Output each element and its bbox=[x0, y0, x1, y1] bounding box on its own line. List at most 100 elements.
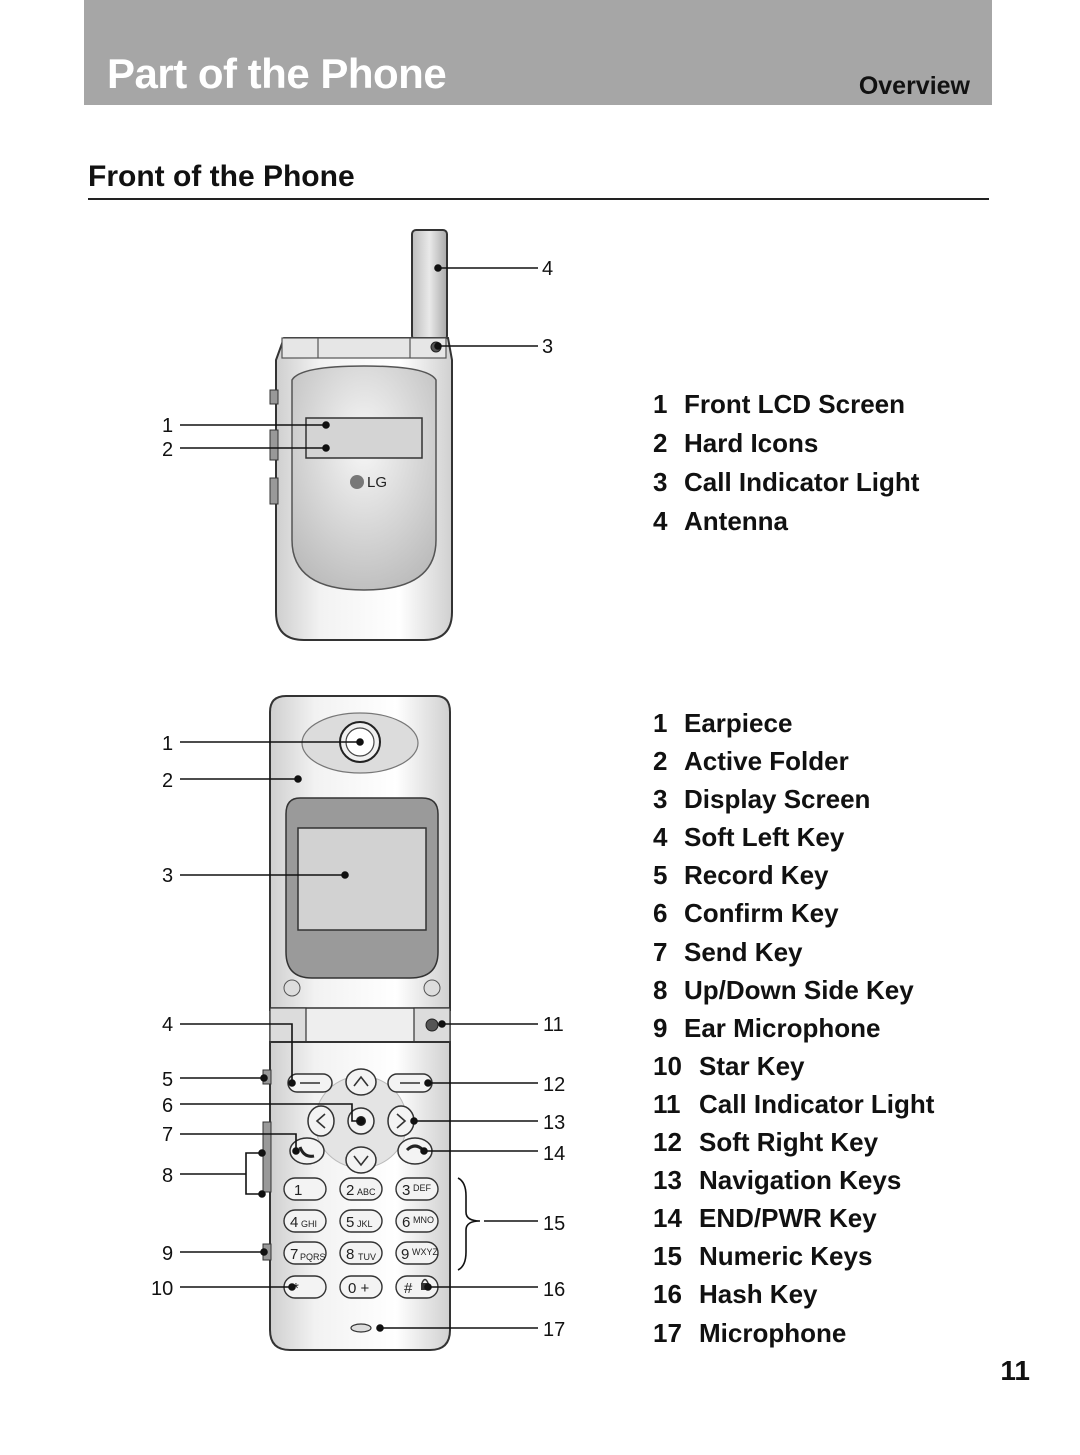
legend-number: 9 bbox=[653, 1012, 668, 1043]
display-screen bbox=[297, 827, 427, 931]
page-title: Part of the Phone bbox=[107, 50, 447, 97]
callout-4: 4 bbox=[162, 1014, 173, 1036]
nav-right-key bbox=[387, 1105, 415, 1137]
callout-6: 6 bbox=[162, 1095, 173, 1117]
callout-3: 3 bbox=[542, 336, 553, 358]
ear-call-indicator-light bbox=[425, 1018, 439, 1032]
legend-number: 8 bbox=[653, 974, 668, 1005]
legend-item: 11 Call Indicator Light bbox=[653, 1085, 934, 1123]
key-7-label: 7 bbox=[290, 1246, 298, 1263]
legend-label: Navigation Keys bbox=[699, 1165, 902, 1196]
legend-number: 10 bbox=[653, 1050, 682, 1081]
legend-item: 10 Star Key bbox=[653, 1047, 934, 1085]
legend-label: END/PWR Key bbox=[699, 1203, 877, 1234]
header-subtitle: Overview bbox=[858, 72, 970, 100]
key-0 bbox=[339, 1275, 383, 1299]
legend-number: 7 bbox=[653, 936, 668, 967]
key-2 bbox=[339, 1177, 383, 1201]
key-5-letters: JKL bbox=[357, 1219, 373, 1229]
legend-number: 6 bbox=[653, 898, 668, 929]
legend-label: Soft Left Key bbox=[684, 822, 845, 853]
legend-number: 5 bbox=[653, 860, 668, 891]
microphone-icon bbox=[350, 1323, 372, 1333]
legend-number: 13 bbox=[653, 1165, 682, 1196]
legend-label: Star Key bbox=[699, 1050, 805, 1081]
key-1-label: 1 bbox=[294, 1182, 302, 1199]
callout-1: 1 bbox=[162, 733, 173, 755]
legend-label: Call Indicator Light bbox=[699, 1088, 935, 1119]
legend-label: Microphone bbox=[699, 1317, 847, 1348]
legend-item: 8 Up/Down Side Key bbox=[653, 971, 934, 1009]
key-9-letters: WXYZ bbox=[412, 1247, 439, 1257]
legend-number: 14 bbox=[653, 1203, 682, 1234]
closed-phone-illustration: LG 4 3 1 2 bbox=[162, 229, 553, 641]
key-9 bbox=[395, 1241, 439, 1265]
legend-label: Numeric Keys bbox=[699, 1241, 873, 1272]
callout-12: 12 bbox=[543, 1074, 565, 1096]
legend-number: 4 bbox=[653, 822, 668, 853]
callout-11: 11 bbox=[543, 1014, 564, 1036]
key-2-letters: ABC bbox=[357, 1187, 376, 1197]
legend-label: Up/Down Side Key bbox=[684, 974, 914, 1005]
callout-2: 2 bbox=[162, 770, 173, 792]
send-key bbox=[289, 1137, 325, 1165]
callout-17: 17 bbox=[543, 1319, 565, 1341]
legend-item: 4 Soft Left Key bbox=[653, 818, 934, 856]
key-1 bbox=[283, 1177, 327, 1201]
closed-phone-logo: LG bbox=[367, 474, 387, 491]
key-3 bbox=[395, 1177, 439, 1201]
callout-9: 9 bbox=[162, 1243, 173, 1265]
hash-key-label: # bbox=[404, 1280, 413, 1297]
legend-number: 1 bbox=[653, 708, 668, 738]
key-2-label: 2 bbox=[346, 1182, 354, 1199]
numeric-keys-brace bbox=[457, 1177, 481, 1271]
legend-label: Call Indicator Light bbox=[684, 467, 920, 497]
legend-item: 17 Microphone bbox=[653, 1314, 934, 1352]
callout-15: 15 bbox=[543, 1213, 565, 1235]
legend-number: 11 bbox=[653, 1088, 681, 1119]
nav-left-key bbox=[307, 1105, 335, 1137]
legend-number: 1 bbox=[653, 389, 668, 419]
page-number: 11 bbox=[1000, 1355, 1030, 1386]
callout-7: 7 bbox=[162, 1124, 173, 1146]
callout-14: 14 bbox=[543, 1143, 565, 1165]
legend-label: Soft Right Key bbox=[699, 1127, 879, 1158]
key-6-letters: MNO bbox=[413, 1215, 434, 1225]
legend-label: Display Screen bbox=[684, 784, 871, 815]
callout-1: 1 bbox=[162, 415, 173, 437]
legend-label: Record Key bbox=[684, 860, 829, 891]
legend-number: 12 bbox=[653, 1127, 682, 1158]
key-7 bbox=[283, 1241, 327, 1265]
key-3-letters: DEF bbox=[413, 1183, 432, 1193]
callout-5: 5 bbox=[162, 1069, 173, 1091]
send-phone-icon bbox=[298, 1146, 315, 1158]
callout-10: 10 bbox=[151, 1278, 173, 1300]
key-6-label: 6 bbox=[402, 1214, 410, 1231]
legend-number: 17 bbox=[653, 1317, 682, 1348]
callout-16: 16 bbox=[543, 1279, 565, 1301]
key-8 bbox=[339, 1241, 383, 1265]
lg-logo-icon bbox=[350, 475, 364, 489]
key-4-letters: GHI bbox=[301, 1219, 317, 1229]
section-title: Front of the Phone bbox=[88, 160, 355, 193]
callout-3: 3 bbox=[162, 865, 173, 887]
callout-4: 4 bbox=[542, 258, 553, 280]
key-7-letters: PQRS bbox=[300, 1252, 326, 1262]
legend-item: 6 Confirm Key bbox=[653, 894, 934, 932]
nav-down-key bbox=[345, 1146, 377, 1174]
callout-2: 2 bbox=[162, 439, 173, 461]
antenna bbox=[411, 229, 448, 341]
header-bar bbox=[84, 0, 992, 105]
callout-13: 13 bbox=[543, 1112, 565, 1134]
legend-label: Confirm Key bbox=[684, 898, 839, 929]
section-divider bbox=[88, 198, 989, 200]
key-0-label: 0 + bbox=[348, 1280, 370, 1297]
legend-item: 12 Soft Right Key bbox=[653, 1123, 934, 1161]
